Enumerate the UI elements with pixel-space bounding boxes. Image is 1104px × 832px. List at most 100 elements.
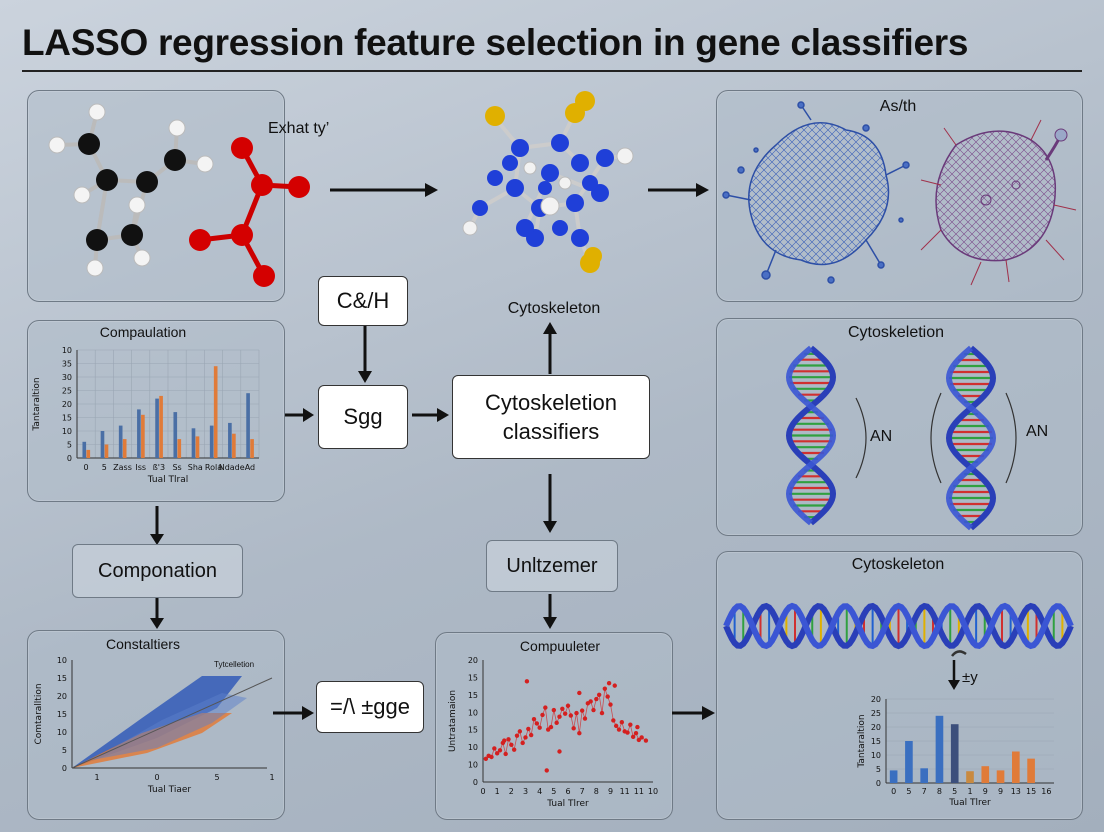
- x-tick-label: Sha: [188, 463, 203, 472]
- dna-strand: [785, 345, 837, 526]
- bar: [920, 768, 928, 783]
- dna-strand: [945, 345, 997, 531]
- x-tick-label: 1: [94, 773, 99, 782]
- x-tick-label: 11: [634, 787, 644, 796]
- y-tick-label: 25: [871, 709, 881, 718]
- y-annotation-label: ±y: [962, 669, 978, 686]
- bar: [86, 449, 91, 458]
- x-axis-label: Tual Tlrer: [546, 799, 589, 809]
- x-tick-label: 13: [1011, 787, 1021, 796]
- page-title: LASSO regression feature selection in ge…: [22, 22, 969, 63]
- y-tick-label: 0: [62, 764, 67, 773]
- bar: [173, 412, 178, 458]
- y-tick-label: 20: [468, 656, 478, 665]
- scatter-point: [502, 738, 507, 743]
- cytoskeleton-bottom-label: Cytoskeleton: [851, 556, 945, 573]
- y-axis-label: Tantaraltion: [857, 714, 867, 768]
- bar: [100, 431, 105, 458]
- x-tick-label: 0: [84, 463, 89, 472]
- cytoskeleton-bottom-panel: [716, 551, 1083, 820]
- x-tick-label: 5: [551, 787, 556, 796]
- y-axis-label: Tantaraltion: [32, 377, 42, 431]
- x-tick-label: 1: [967, 787, 972, 796]
- y-tick-label: 15: [62, 414, 72, 423]
- y-tick-label: 15: [57, 710, 67, 719]
- bar: [191, 428, 196, 458]
- y-tick-label: 15: [468, 726, 478, 735]
- bar: [1012, 751, 1020, 783]
- arrow-down-icon: [543, 474, 557, 533]
- x-tick-label: Zass: [113, 463, 132, 472]
- y-tick-label: 15: [468, 673, 478, 682]
- equation-box: =/\ ±gge: [316, 681, 424, 733]
- y-tick-label: 10: [62, 427, 72, 436]
- an-left-label: AN: [870, 428, 893, 445]
- constaltiers-title: Constaltiers: [106, 636, 180, 652]
- compuuleter-panel: [435, 632, 673, 820]
- bar: [228, 422, 232, 458]
- x-tick-label: 5: [102, 463, 107, 472]
- bar: [1027, 758, 1035, 783]
- scatter-point: [606, 680, 612, 686]
- y-tick-label: 30: [62, 373, 72, 382]
- y-tick-label: 10: [468, 761, 478, 770]
- y-tick-label: 10: [57, 728, 67, 737]
- bar: [104, 444, 109, 458]
- bar: [905, 741, 913, 783]
- y-tick-label: 10: [62, 346, 72, 355]
- dna-strand: [723, 602, 1074, 650]
- x-tick-label: 10: [648, 787, 658, 796]
- y-tick-label: 15: [871, 737, 881, 746]
- x-tick-label: 4: [537, 787, 542, 796]
- dna-horizontal-illustration: [723, 602, 1074, 650]
- bar: [966, 771, 974, 783]
- x-tick-label: 5: [214, 773, 219, 782]
- arrow-right-icon: [273, 706, 314, 720]
- y-tick-label: 15: [468, 691, 478, 700]
- x-tick-label: 2: [509, 787, 514, 796]
- x-tick-label: 9: [983, 787, 988, 796]
- arrow-down-icon: [543, 594, 557, 629]
- x-tick-label: 15: [1026, 787, 1036, 796]
- dna-helix-illustration: [785, 345, 1017, 531]
- arrow-right-icon: [330, 183, 438, 197]
- arrow-right-icon: [285, 408, 314, 422]
- x-tick-label: 0: [480, 787, 485, 796]
- arrow-down-icon: [358, 326, 372, 383]
- arrow-right-icon: [412, 408, 449, 422]
- bar: [250, 439, 254, 458]
- x-tick-label: 6: [565, 787, 570, 796]
- x-tick-label: 0: [891, 787, 896, 796]
- x-tick-label: 1: [495, 787, 500, 796]
- bar: [195, 436, 200, 458]
- x-tick-label: 3: [523, 787, 528, 796]
- scatter-point: [544, 768, 549, 773]
- x-axis-label: Tual Tiaer: [147, 785, 191, 795]
- scatter-point: [612, 683, 617, 688]
- arrow-down-icon: [150, 506, 164, 545]
- y-tick-label: 35: [62, 360, 72, 369]
- componation-box: Componation: [72, 544, 243, 598]
- cytoskeleton-top-label: Cytoskeleton: [507, 300, 601, 317]
- y-tick-label: 5: [67, 441, 72, 450]
- x-tick-label: ß'3: [153, 463, 165, 472]
- compaulation-panel: [27, 320, 285, 502]
- bar: [246, 393, 250, 458]
- up-down-arrow-icon: [948, 650, 967, 690]
- dna-strand: [723, 602, 1074, 650]
- area-series: [92, 693, 247, 760]
- an-right-label: AN: [1026, 423, 1049, 440]
- bar: [155, 398, 159, 458]
- scatter-point: [524, 679, 530, 684]
- bar: [981, 766, 990, 783]
- x-tick-label: Rola: [205, 463, 222, 472]
- bar: [950, 724, 959, 783]
- bar: [118, 425, 123, 458]
- cytoskeletion-classifiers-box: Cytoskeletion classifiers: [452, 375, 650, 459]
- y-tick-label: 20: [871, 695, 881, 704]
- x-tick-label: 8: [937, 787, 942, 796]
- bar: [159, 395, 163, 458]
- exhat-label: Exhat ty’: [268, 120, 330, 137]
